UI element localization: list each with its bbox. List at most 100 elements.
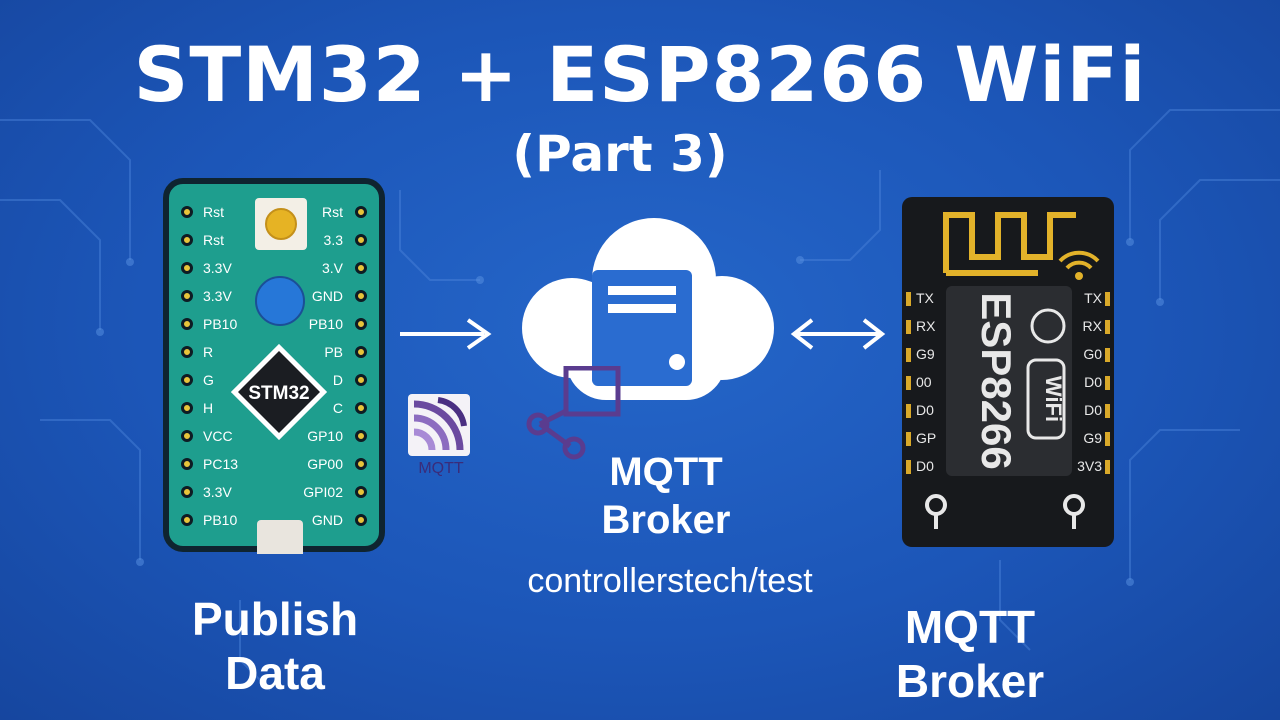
esp-right-pad [1105, 432, 1110, 446]
mqtt-logo-text: MQTT [418, 460, 464, 477]
esp-left-pad [906, 432, 911, 446]
page-title: STM32 + ESP8266 WiFi [133, 30, 1147, 119]
stm32-right-pin-label: GP00 [307, 456, 343, 472]
publish-data-label: Publish Data [150, 592, 400, 700]
stm32-right-pin [355, 486, 367, 498]
stm32-right-pin-label: 3.V [321, 260, 343, 276]
stm32-left-pin-label: 3.3V [203, 260, 232, 276]
esp-left-pad [906, 320, 911, 334]
stm32-right-pin-label: GND [311, 288, 343, 304]
arrow-right-icon [400, 318, 492, 350]
esp-right-pad [1105, 404, 1110, 418]
esp-right-pin-label: 3V3 [1077, 458, 1102, 474]
esp-right-pad [1105, 348, 1110, 362]
esp-left-pin-label: D0 [916, 458, 934, 474]
esp-shield-can: WiFi ESP8266 [946, 286, 1072, 476]
stm32-left-pin [181, 486, 193, 498]
stm32-left-pin [181, 206, 193, 218]
stm32-right-pin [355, 234, 367, 246]
stm32-left-pin-label: 3.3V [203, 484, 232, 500]
stm32-right-pin [355, 374, 367, 386]
stm32-left-pin [181, 290, 193, 302]
page-subtitle: (Part 3) [512, 125, 728, 183]
mqtt-topic: controllerstech/test [527, 562, 813, 600]
publish-label-line1: Publish [191, 593, 359, 645]
esp-left-pad [906, 376, 911, 390]
broker-right-line2: Broker [895, 655, 1045, 707]
esp-left-pin-label: RX [916, 318, 936, 334]
stm32-left-pin-label: PC13 [203, 456, 239, 472]
stm32-right-pin-label: PB [324, 344, 343, 360]
stm32-right-pin [355, 402, 367, 414]
mounting-hole-right [1063, 494, 1085, 529]
mounting-hole-left [925, 494, 947, 529]
double-arrow-icon [790, 318, 886, 350]
stm32-right-pin [355, 290, 367, 302]
stm32-left-pin-label: VCC [203, 428, 233, 444]
stm32-left-pin [181, 234, 193, 246]
esp-right-pin-label: RX [1082, 318, 1102, 334]
stm32-chip-label: STM32 [248, 383, 309, 404]
stm32-chip: STM32 [231, 344, 327, 440]
stm32-right-pin-label: GP10 [307, 428, 343, 444]
cloud-broker-label: MQTT Broker [566, 448, 766, 544]
esp-left-pad [906, 292, 911, 306]
stm32-right-pin [355, 430, 367, 442]
stm32-left-pin [181, 346, 193, 358]
usb-connector [257, 520, 303, 554]
stm32-right-pin-label: 3.3 [323, 232, 343, 248]
esp-right-pin-label: G9 [1083, 430, 1102, 446]
publish-label-line2: Data [225, 647, 325, 699]
stm32-left-pin-label: Rst [203, 232, 224, 248]
stm32-left-pin [181, 430, 193, 442]
stm32-right-pin [355, 458, 367, 470]
esp-right-pad [1105, 292, 1110, 306]
stm32-right-pin-label: GND [311, 512, 343, 528]
stm32-left-pin-label: G [203, 372, 214, 388]
stm32-right-pin-label: C [332, 400, 343, 416]
stm32-right-pin [355, 318, 367, 330]
esp-left-pad [906, 348, 911, 362]
esp-left-pin-label: GP [916, 430, 937, 446]
stm32-left-pin-label: PB10 [203, 316, 238, 332]
stm32-left-pin [181, 262, 193, 274]
esp-chip-markings: WiFi ESP8266 [973, 292, 1066, 469]
esp-right-pin-label: G0 [1083, 346, 1102, 362]
broker-right-line1: MQTT [904, 601, 1036, 653]
stm32-right-pin-label: PB10 [308, 316, 343, 332]
stm32-left-pin-label: 3.3V [203, 288, 232, 304]
esp-left-pad [906, 460, 911, 474]
stm32-right-pin-label: GPI02 [303, 484, 343, 500]
stm32-left-pin-label: R [203, 344, 214, 360]
esp-right-pad [1105, 460, 1110, 474]
esp-right-pin-label: TX [1084, 290, 1102, 306]
stm32-left-pin-label: PB10 [203, 512, 238, 528]
esp-left-pin-label: G9 [916, 346, 935, 362]
esp-left-pin-label: TX [916, 290, 934, 306]
stm32-left-pin [181, 374, 193, 386]
cloud-broker-label-line1: MQTT [609, 450, 723, 494]
cloud-server-icon [522, 218, 774, 400]
esp-left-pad [906, 404, 911, 418]
broker-right-label: MQTT Broker [860, 600, 1080, 708]
esp-left-pin-label: D0 [916, 402, 934, 418]
pcb-antenna-icon [943, 212, 1076, 276]
reset-button-cap [265, 208, 297, 240]
stm32-right-pin-label: Rst [322, 204, 343, 220]
stm32-right-pin [355, 262, 367, 274]
wifi-icon [1058, 250, 1100, 280]
esp-right-pad [1105, 320, 1110, 334]
esp-right-pin-label: D0 [1084, 374, 1102, 390]
stm32-right-pin-label: D [332, 372, 343, 388]
esp-left-pin-label: 00 [916, 374, 932, 390]
esp-wifi-text: WiFi [1041, 376, 1066, 422]
cloud-broker-label-line2: Broker [601, 498, 731, 542]
network-share-icon [526, 366, 621, 460]
stm32-left-pin-label: H [203, 400, 214, 416]
board-led [255, 276, 305, 326]
stm32-left-pin-label: Rst [203, 204, 224, 220]
esp-chip-label: ESP8266 [973, 292, 1020, 469]
